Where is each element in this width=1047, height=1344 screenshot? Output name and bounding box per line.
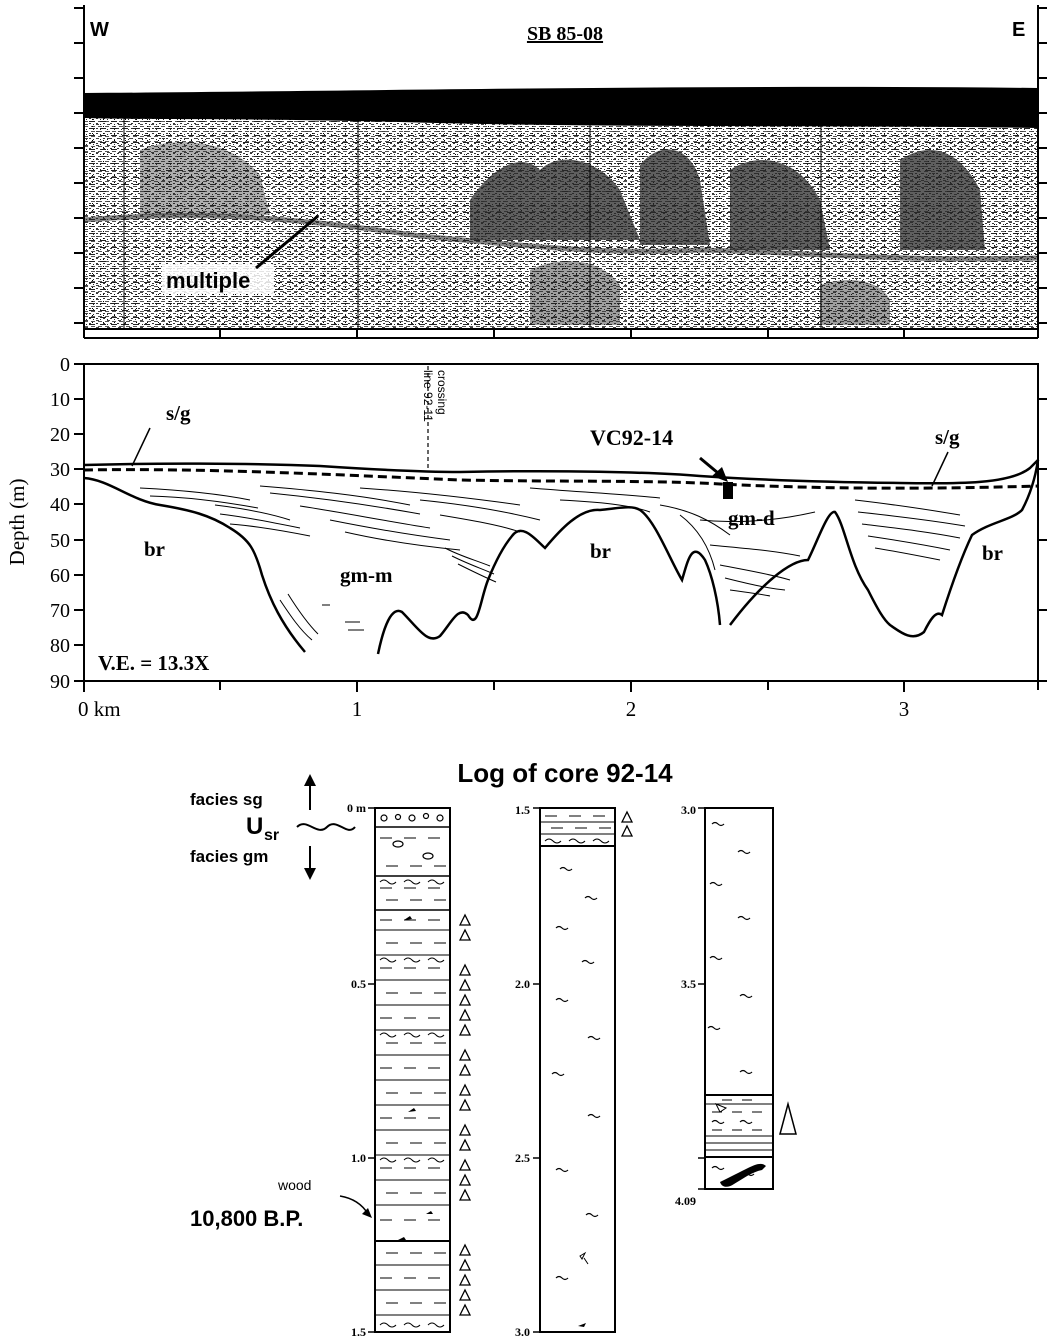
seismic-panel: W E SB 85-08 multiple xyxy=(74,5,1047,330)
col3-tick: 3.5 xyxy=(681,977,696,991)
col1-tick: 0.5 xyxy=(351,977,366,991)
unit-labels: s/g s/g br br br gm-m gm-d xyxy=(144,401,1003,587)
clast-triangles-col1 xyxy=(458,913,472,1316)
date-label: 10,800 B.P. xyxy=(190,1206,303,1231)
bedrock-east xyxy=(729,459,1040,638)
core-column-2: 1.5 2.0 2.5 3.0 xyxy=(515,803,634,1339)
internal-reflectors xyxy=(139,485,966,641)
col2-tick: 3.0 xyxy=(515,1325,530,1339)
distance-tick-label: 1 xyxy=(352,697,363,721)
unit-label-br: br xyxy=(982,541,1003,565)
distance-ticks xyxy=(83,681,1039,692)
wavy-marks-col3 xyxy=(707,821,755,1177)
core-log-title: Log of core 92-14 xyxy=(457,758,673,788)
seafloor-band xyxy=(84,86,1038,128)
depth-tick-label: 20 xyxy=(50,424,70,446)
distance-tick-label: 3 xyxy=(899,697,910,721)
depth-tick-label: 80 xyxy=(50,635,70,657)
col3-ticks: 3.0 3.5 4.09 xyxy=(675,803,696,1208)
facies-bottom-label: facies gm xyxy=(190,847,268,866)
depth-ticks xyxy=(74,363,1047,682)
fining-triangle-icon xyxy=(779,1101,797,1135)
core-log-panel: Log of core 92-14 facies sg U sr facies … xyxy=(190,758,797,1339)
seafloor-line xyxy=(83,459,1039,485)
col3-tick: 4.09 xyxy=(675,1194,696,1208)
distance-tick-labels: 0 km 1 2 3 xyxy=(78,697,909,721)
bedrock-west xyxy=(83,476,306,653)
multiple-pointer xyxy=(255,214,319,270)
col2-tick: 2.5 xyxy=(515,1151,530,1165)
depth-tick-labels: 0 10 20 30 40 50 60 70 80 90 xyxy=(50,354,70,693)
col1-ticks: 0 m 0.5 1.0 1.5 xyxy=(347,801,366,1339)
unconformity-symbol xyxy=(296,823,356,831)
col1-tick: 1.0 xyxy=(351,1151,366,1165)
crossing-line-label-2: line 92-11 xyxy=(421,370,435,422)
clast-triangles-col2 xyxy=(620,810,634,837)
wood-label: wood xyxy=(277,1177,311,1193)
depth-axis-label: Depth (m) xyxy=(5,479,29,566)
fix-lines xyxy=(123,110,822,329)
unit-label-gm-m: gm-m xyxy=(340,563,393,587)
seismic-ticks xyxy=(74,7,1047,324)
usr-surface xyxy=(83,468,1039,490)
core-label: VC92-14 xyxy=(590,425,673,450)
distance-tick-label: 0 km xyxy=(78,697,121,721)
unit-label-br: br xyxy=(144,537,165,561)
col2-tick: 2.0 xyxy=(515,977,530,991)
core-column-3: 3.0 3.5 4.09 xyxy=(675,803,797,1208)
wood-fragment-icon xyxy=(720,1163,766,1187)
profile-frame xyxy=(83,363,1039,682)
depth-tick-label: 0 xyxy=(60,354,70,376)
wood-arrow-icon xyxy=(362,1208,372,1218)
seismic-line-title: SB 85-08 xyxy=(527,23,603,45)
unit-label-sg: s/g xyxy=(935,425,960,449)
col1-tick: 1.5 xyxy=(351,1325,366,1339)
wavy-marks-col2 xyxy=(551,866,601,1281)
facies-top-label: facies sg xyxy=(190,790,263,809)
surface-label: U xyxy=(246,813,263,840)
vertical-exaggeration-label: V.E. = 13.3X xyxy=(98,651,209,675)
west-label: W xyxy=(90,19,109,41)
profile-panel: 0 10 20 30 40 50 60 70 80 90 Depth (m) 0… xyxy=(5,330,1047,721)
core-column-1: 0 m 0.5 1.0 1.5 xyxy=(347,801,472,1339)
col2-tick: 1.5 xyxy=(515,803,530,817)
depth-tick-label: 90 xyxy=(50,671,70,693)
col3-tick: 3.0 xyxy=(681,803,696,817)
shell-fragments-col1 xyxy=(398,916,433,1240)
depth-tick-label: 10 xyxy=(50,389,70,411)
depth-tick-label: 30 xyxy=(50,459,70,481)
unit-pointers xyxy=(131,427,949,487)
unit-label-gm-d: gm-d xyxy=(728,506,775,530)
core-arrowhead xyxy=(712,467,728,482)
col1-tick: 0 m xyxy=(347,801,366,815)
bedrock-center xyxy=(376,506,722,655)
distance-tick-label: 2 xyxy=(626,697,637,721)
multiple-label: multiple xyxy=(166,268,250,293)
depth-tick-label: 40 xyxy=(50,494,70,516)
up-arrow-icon xyxy=(304,774,316,786)
core-marker xyxy=(723,482,733,499)
depth-tick-label: 50 xyxy=(50,530,70,552)
down-arrow-icon xyxy=(304,868,316,880)
depth-tick-label: 60 xyxy=(50,565,70,587)
unit-label-br: br xyxy=(590,539,611,563)
crossing-line-label-1: crossing xyxy=(435,370,449,415)
unit-label-sg: s/g xyxy=(166,401,191,425)
col2-ticks: 1.5 2.0 2.5 3.0 xyxy=(515,803,530,1339)
laminations-col1 xyxy=(375,919,450,1316)
seismic-reflectors xyxy=(140,142,985,325)
wavy-laminae-col1 xyxy=(379,879,445,1328)
depth-tick-label: 70 xyxy=(50,600,70,622)
surface-subscript: sr xyxy=(264,827,279,844)
east-label: E xyxy=(1012,19,1025,41)
